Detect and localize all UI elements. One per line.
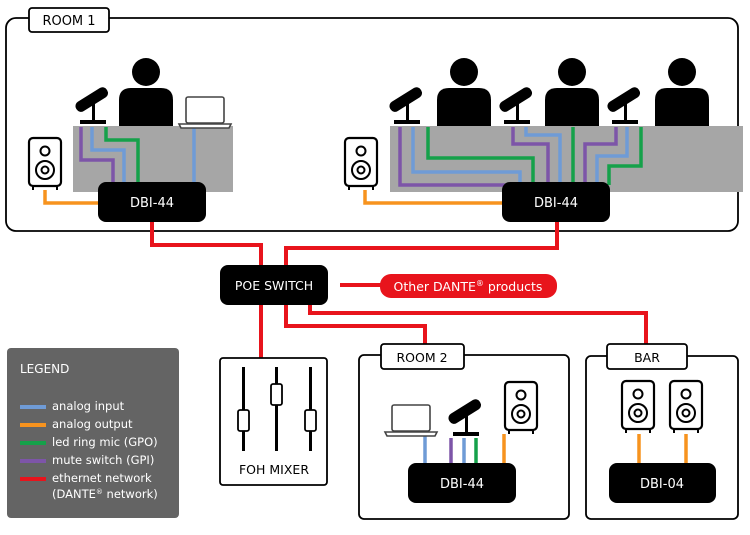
laptop-icon <box>384 404 438 437</box>
speaker-icon <box>620 379 656 435</box>
foh-mixer-label: FOH MIXER <box>239 462 309 477</box>
svg-text:POE SWITCH: POE SWITCH <box>235 278 313 293</box>
fader-icon <box>270 383 283 406</box>
room2-cables <box>423 434 506 466</box>
legend-item-label: mute switch (GPI) <box>52 453 154 467</box>
fader-icon <box>237 409 250 432</box>
svg-text:DBI-44: DBI-44 <box>534 196 578 211</box>
legend-swatch-ethernet <box>20 477 46 481</box>
legend-swatch-analog-output <box>20 423 46 427</box>
svg-text:Other DANTE® products: Other DANTE® products <box>394 279 543 294</box>
laptop-icon <box>178 96 232 129</box>
svg-text:DBI-44: DBI-44 <box>440 477 484 492</box>
legend: LEGEND analog input analog output led ring… <box>7 348 179 518</box>
legend-item-label: ethernet network <box>52 471 152 485</box>
ethernet-cables <box>150 220 648 362</box>
bar-device: DBI-04 <box>609 463 716 503</box>
room2-label: ROOM 2 <box>396 350 447 365</box>
speaker-icon <box>503 380 539 436</box>
legend-swatch-led-ring <box>20 441 46 445</box>
legend-item-continuation: (DANTE® network) <box>52 487 158 501</box>
room1-right-cables <box>398 127 643 187</box>
legend-swatch-mute-switch <box>20 459 46 463</box>
room1-left-cables <box>79 127 196 185</box>
legend-title: LEGEND <box>20 362 69 376</box>
legend-item-label: analog input <box>52 399 125 413</box>
bar-tab: BAR <box>606 343 688 370</box>
speaker-icon <box>27 136 63 192</box>
speaker-icon <box>668 379 704 435</box>
room1-left-device: DBI-44 <box>98 182 206 222</box>
room1-right-device: DBI-44 <box>502 182 610 222</box>
foh-mixer: FOH MIXER <box>219 357 328 486</box>
fader-icon <box>304 409 317 432</box>
legend-item-label: analog output <box>52 417 133 431</box>
room1-analog-output-cables <box>43 190 505 205</box>
legend-item-label: led ring mic (GPO) <box>52 435 158 449</box>
room2-tab: ROOM 2 <box>380 343 465 370</box>
speaker-icon <box>343 136 379 192</box>
other-dante-products: Other DANTE® products <box>380 274 557 298</box>
bar-cables <box>637 434 688 466</box>
room1-tab: ROOM 1 <box>28 7 110 33</box>
poe-switch: POE SWITCH <box>220 265 328 305</box>
svg-text:DBI-44: DBI-44 <box>130 196 174 211</box>
room2-device: DBI-44 <box>408 463 516 503</box>
room1-label: ROOM 1 <box>42 14 95 29</box>
bar-label: BAR <box>634 350 660 365</box>
svg-text:DBI-04: DBI-04 <box>640 477 684 492</box>
legend-swatch-analog-input <box>20 405 46 409</box>
